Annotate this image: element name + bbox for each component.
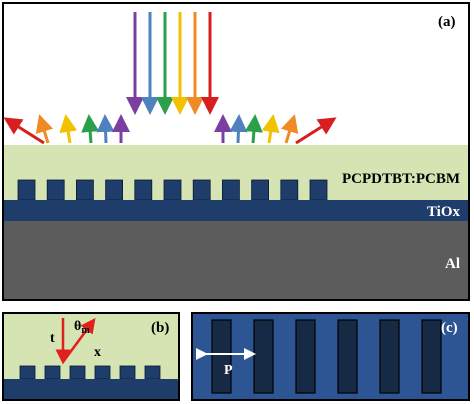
grating-ridge: [119, 365, 136, 380]
grating-ridge: [76, 179, 94, 201]
diffracted-ray: [61, 317, 96, 363]
grating-ridge: [144, 365, 161, 380]
layer-label-active: PCPDTBT:PCBM: [342, 171, 460, 187]
tiox-layer: [3, 200, 469, 221]
grating-bar: [337, 319, 358, 394]
grating-ridge: [69, 365, 86, 380]
grating-ridge: [251, 179, 270, 201]
grating-ridge: [46, 179, 65, 201]
grating-ridge: [192, 179, 211, 201]
panel-b-border: [2, 312, 180, 401]
diffracted-arrow: [229, 114, 248, 144]
layer-label-al: Al: [445, 256, 460, 272]
aluminum-layer: [3, 221, 469, 300]
grating-ridge: [94, 365, 111, 380]
panel-b-label: (b): [151, 320, 169, 336]
diffracted-arrow: [96, 114, 115, 144]
grating-ridge: [105, 179, 123, 201]
panel-c-border: [191, 312, 470, 401]
panel-c-label: (c): [441, 320, 458, 336]
grating-ridge: [17, 179, 36, 201]
diffracted-light-arrows: [3, 114, 337, 145]
angle-symbol: θm: [74, 319, 90, 336]
diffracted-arrow: [261, 114, 280, 144]
diffracted-arrow: [59, 114, 78, 144]
panel-a-border: [2, 2, 470, 301]
grating-bar: [421, 319, 442, 394]
grating-ridge: [280, 179, 299, 201]
angle-symbol-theta: θ: [74, 319, 81, 334]
panel-b-grating-ridges: [19, 365, 161, 380]
panel-b-tiox-layer: [3, 379, 179, 400]
grating-bar: [379, 319, 400, 394]
diffracted-arrow: [244, 114, 263, 144]
diffracted-arrow: [3, 117, 45, 145]
panel-a: (a) PCPDTBT:PCBM TiOx Al: [2, 2, 470, 301]
panel-b: t θm x (b): [2, 312, 180, 401]
angle-symbol-subscript: m: [81, 325, 90, 336]
grating-bar: [211, 319, 232, 394]
layer-label-tiox: TiOx: [427, 204, 461, 220]
grating-ridge: [44, 365, 61, 380]
panel-a-label: (a): [438, 14, 456, 30]
grating-ridges: [17, 179, 328, 201]
grating-ridge: [163, 179, 182, 201]
grating-ridge: [221, 179, 240, 201]
grating-ridge: [309, 179, 328, 201]
distance-symbol: x: [94, 345, 101, 360]
thickness-symbol: t: [50, 331, 55, 346]
diffracted-arrow: [295, 117, 337, 145]
diffracted-arrow: [81, 114, 100, 144]
grating-bar: [253, 319, 274, 394]
grating-ridge: [19, 365, 36, 380]
grating-ridge: [134, 179, 153, 201]
incident-light-arrows: [126, 12, 219, 115]
grating-bar: [295, 319, 316, 394]
diffracted-arrow: [35, 114, 54, 144]
diffracted-arrow: [280, 114, 299, 144]
panel-c: P (c): [191, 312, 470, 401]
period-label: P: [224, 363, 233, 378]
